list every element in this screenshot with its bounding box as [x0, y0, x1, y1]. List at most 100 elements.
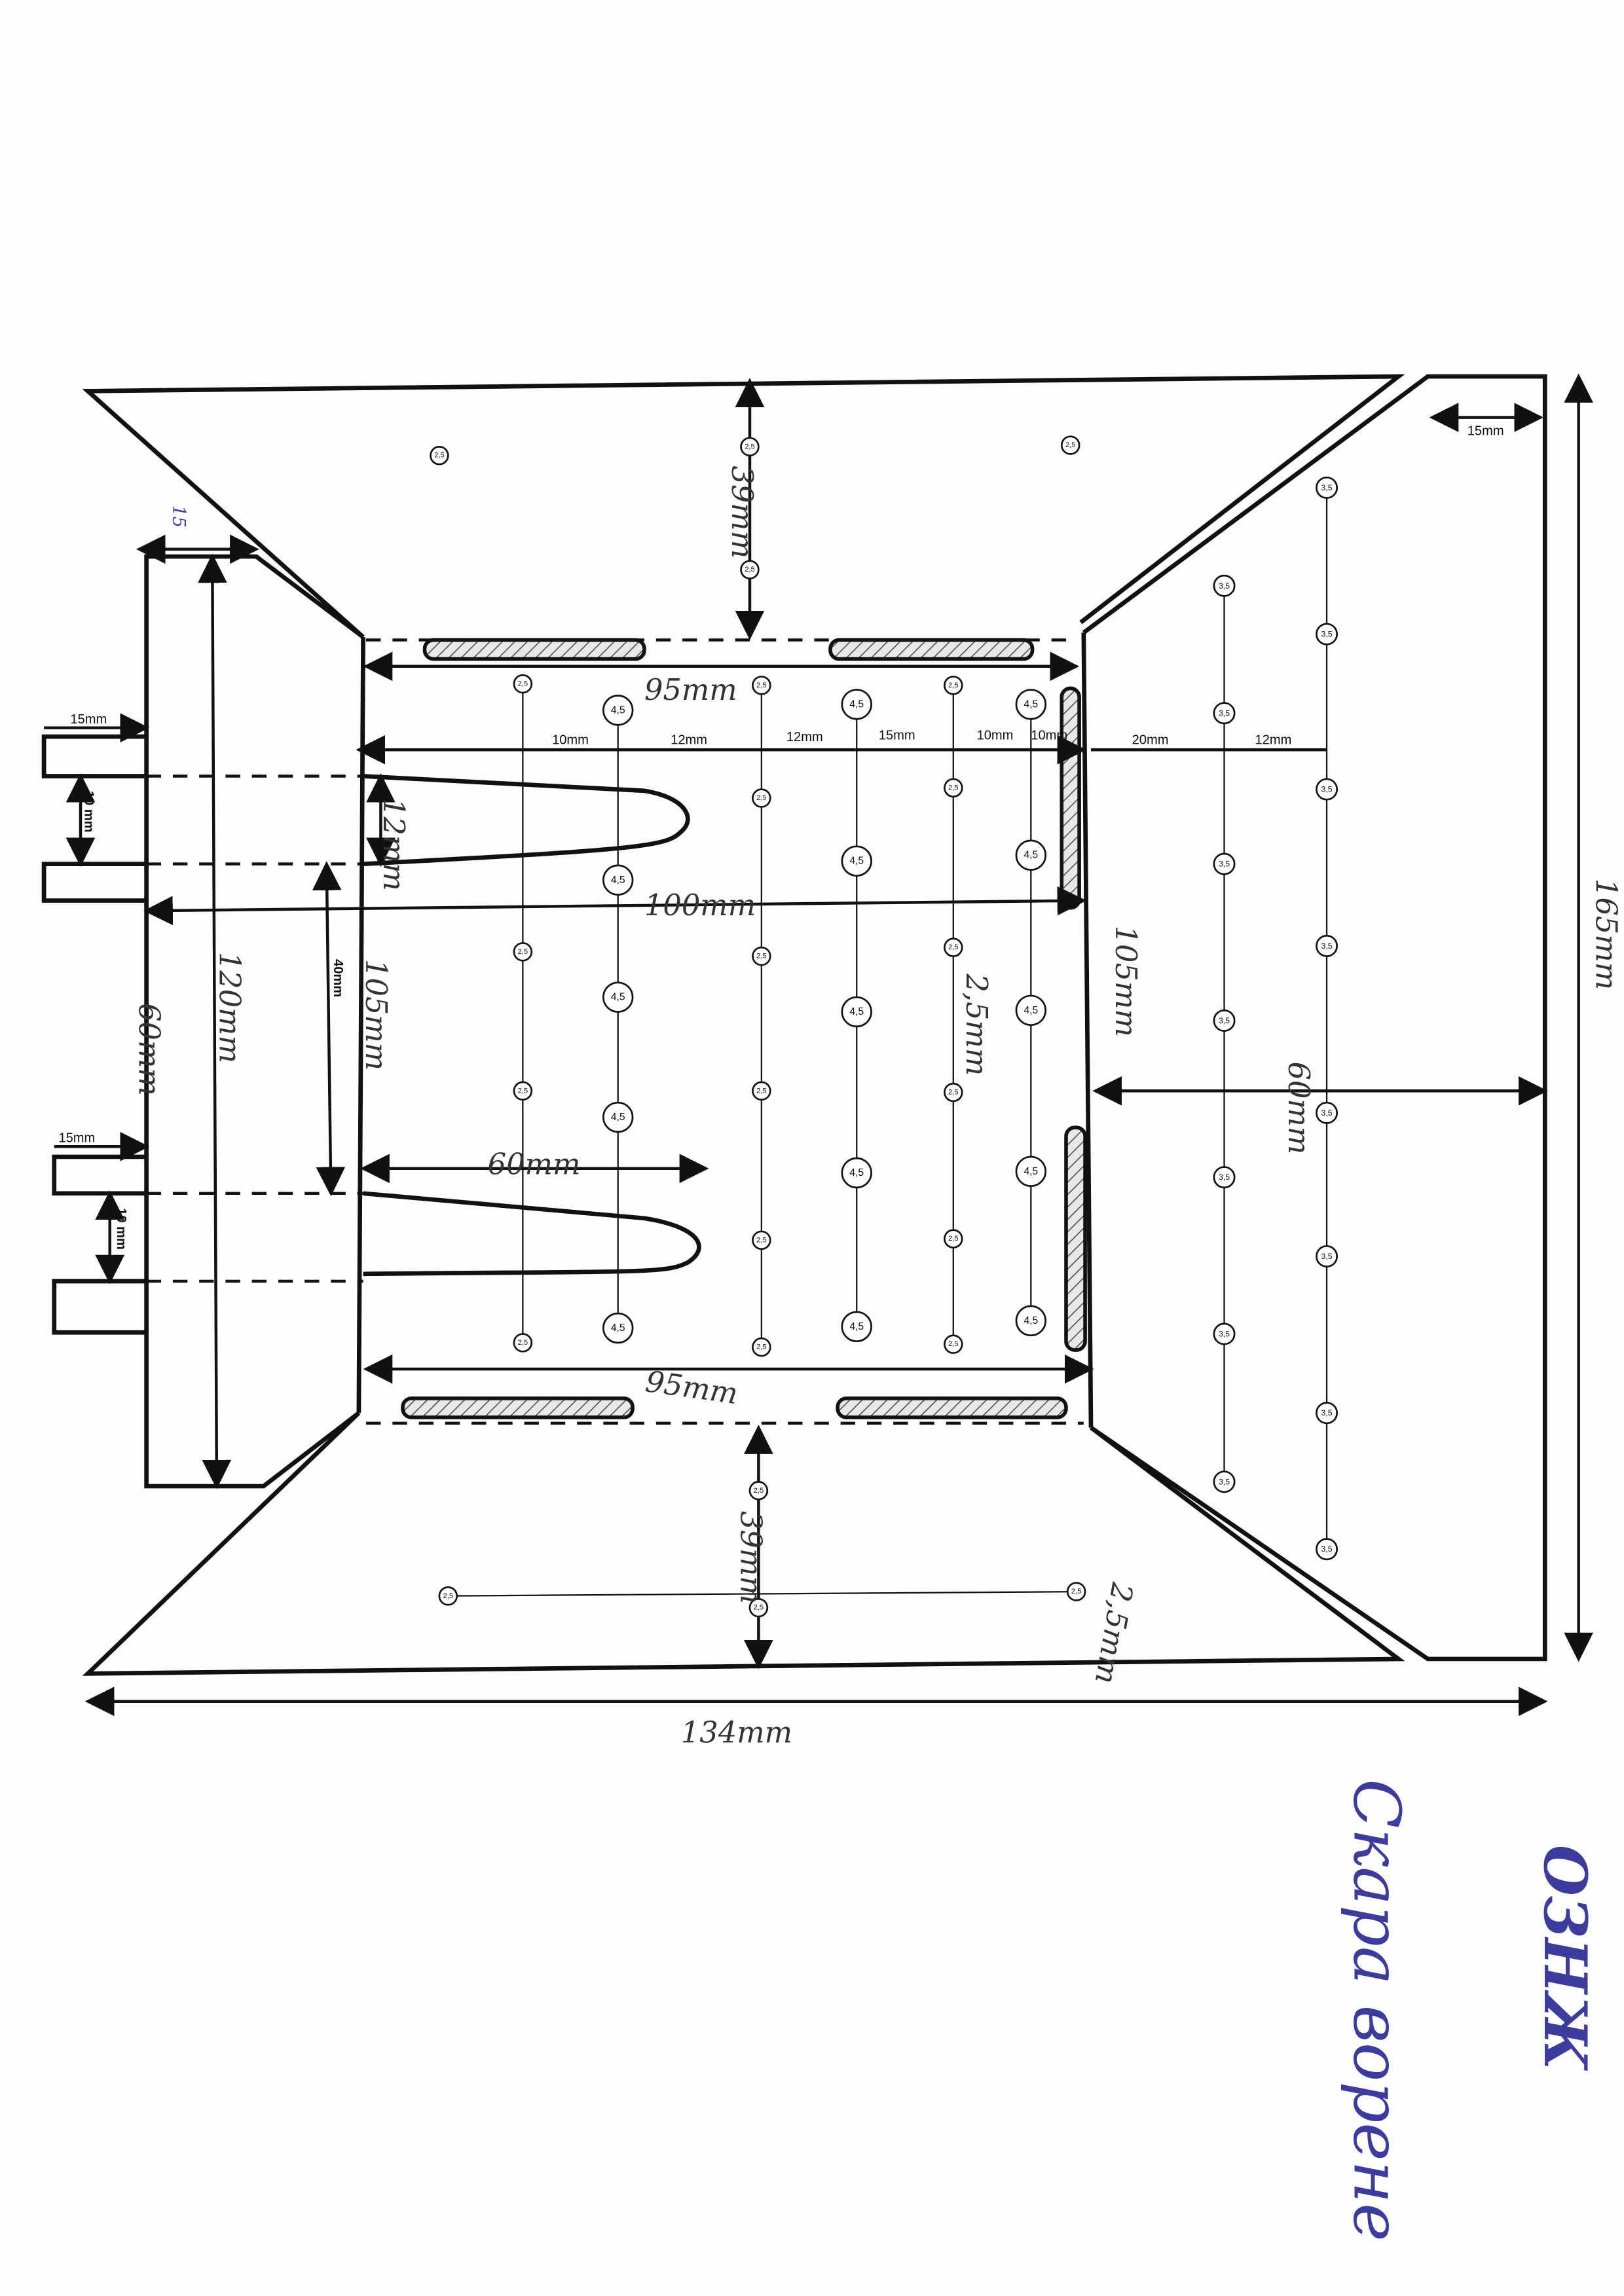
hole-medium: 3,5 [1316, 934, 1338, 957]
hole-small: 2,5 [513, 674, 533, 694]
hole-medium: 3,5 [1213, 1166, 1236, 1189]
hole-small: 2,5 [944, 938, 963, 957]
hole-label: 4,5 [849, 1321, 864, 1332]
hole-medium: 3,5 [1316, 623, 1338, 646]
hole-label: 2,5 [756, 794, 767, 802]
hole-label: 3,5 [1321, 1108, 1333, 1118]
spacing-label: 15mm [879, 729, 915, 743]
hole-label: 3,5 [1219, 860, 1230, 869]
hole-small: 2,5 [752, 946, 771, 966]
dim-top-95: 95mm [644, 672, 737, 707]
hole-small: 2,5 [752, 1081, 771, 1101]
slot [836, 1396, 1068, 1419]
hole-small: 2,5 [430, 445, 449, 465]
dimension-lines [44, 373, 1594, 1717]
hole-label: 3,5 [1321, 630, 1333, 639]
spacing-label: 20mm [1132, 733, 1169, 747]
hole-small: 2,5 [513, 1081, 533, 1101]
hole-large: 4,5 [841, 845, 872, 877]
dim-inner-100: 100mm [644, 888, 756, 922]
hole-label: 4,5 [611, 704, 625, 716]
hole-large: 4,5 [1015, 839, 1047, 871]
hole-medium: 3,5 [1316, 1402, 1338, 1425]
hole-label: 2,5 [518, 1339, 528, 1347]
hole-label: 2,5 [745, 566, 755, 574]
hole-small: 2,5 [944, 1229, 963, 1248]
spacing-label: 12mm [671, 733, 707, 747]
slot [401, 1396, 635, 1419]
hole-label: 2,5 [434, 452, 445, 460]
hole-label: 3,5 [1219, 1477, 1230, 1486]
hole-medium: 3,5 [1213, 1322, 1236, 1345]
hole-label: 2,5 [948, 1235, 959, 1243]
hole-large: 4,5 [841, 689, 872, 720]
hole-label: 2,5 [948, 1089, 959, 1097]
hole-label: 3,5 [1321, 1252, 1333, 1261]
slot [1060, 686, 1081, 910]
hole-label: 2,5 [756, 1236, 767, 1244]
hole-label: 4,5 [611, 992, 625, 1003]
hole-medium: 3,5 [1213, 702, 1236, 725]
dim-bottom-95: 95mm [643, 1364, 740, 1411]
hole-medium: 3,5 [1316, 476, 1338, 499]
hole-medium: 3,5 [1213, 1009, 1236, 1032]
hole-large: 4,5 [841, 996, 872, 1028]
dim-width-134: 134mm [681, 1715, 792, 1749]
hole-label: 4,5 [849, 1167, 864, 1178]
hole-large: 4,5 [602, 981, 634, 1013]
slot [828, 638, 1035, 661]
hole-label: 3,5 [1219, 581, 1230, 591]
hole-small: 2,5 [1060, 435, 1080, 455]
hole-label: 3,5 [1219, 708, 1230, 718]
spacing-label: 10mm [552, 733, 589, 747]
hole-medium: 3,5 [1213, 1470, 1236, 1493]
hole-large: 4,5 [602, 1101, 634, 1133]
spacing-label: 10mm [1031, 729, 1067, 743]
dim-right-15: 15mm [1467, 424, 1504, 438]
hole-label: 4,5 [1024, 850, 1038, 861]
hole-small: 2,5 [752, 788, 771, 808]
hole-label: 3,5 [1219, 1330, 1230, 1339]
dim-notch-60: 60mm [488, 1147, 581, 1182]
dim-tab-15-bottom: 15mm [58, 1131, 95, 1146]
hole-large: 4,5 [1015, 689, 1047, 720]
hole-medium: 3,5 [1316, 1101, 1338, 1124]
slot [422, 638, 646, 661]
hole-label: 2,5 [1065, 441, 1076, 449]
hole-medium: 3,5 [1316, 1245, 1338, 1267]
hole-label: 4,5 [849, 856, 864, 867]
dim-right-60: 60mm [1282, 1062, 1316, 1155]
hole-label: 4,5 [1024, 1166, 1038, 1177]
hole-small: 2,5 [740, 437, 760, 457]
hole-large: 4,5 [602, 864, 634, 896]
hole-label: 2,5 [754, 1487, 764, 1495]
hole-large: 4,5 [602, 1312, 634, 1344]
hole-label: 2,5 [518, 948, 528, 956]
hole-label: 2,5 [948, 682, 959, 689]
spacing-label: 10mm [977, 729, 1014, 743]
hole-small: 2,5 [748, 1597, 769, 1618]
dim-left-105: 105mm [359, 959, 394, 1070]
hole-label: 3,5 [1219, 1173, 1230, 1182]
hole-small: 2,5 [513, 942, 533, 962]
dim-bottom-2-5: 2,5mm [1088, 1580, 1140, 1687]
dim-mid-2-5: 2,5mm [959, 973, 994, 1076]
dim-height-165: 165mm [1589, 879, 1624, 990]
dim-right-105: 105mm [1109, 926, 1143, 1037]
dim-left-40: 40mm [331, 959, 345, 997]
hole-label: 2,5 [443, 1592, 454, 1600]
dim-tab-10-top: 10 mm [82, 791, 96, 833]
hole-label: 4,5 [849, 699, 864, 710]
hole-label: 2,5 [948, 1340, 959, 1348]
handwritten-code: ОЗНЖ [1530, 1845, 1599, 2071]
hole-label: 4,5 [611, 1112, 625, 1123]
hole-label: 2,5 [518, 1087, 528, 1095]
hole-label: 2,5 [948, 943, 959, 951]
hole-small: 2,5 [944, 676, 963, 695]
hole-label: 3,5 [1219, 1016, 1230, 1025]
dim-top-39: 39mm [725, 465, 760, 558]
hole-label: 3,5 [1321, 941, 1333, 951]
hole-large: 4,5 [602, 695, 634, 726]
dim-blue-15: 15 [168, 505, 189, 528]
